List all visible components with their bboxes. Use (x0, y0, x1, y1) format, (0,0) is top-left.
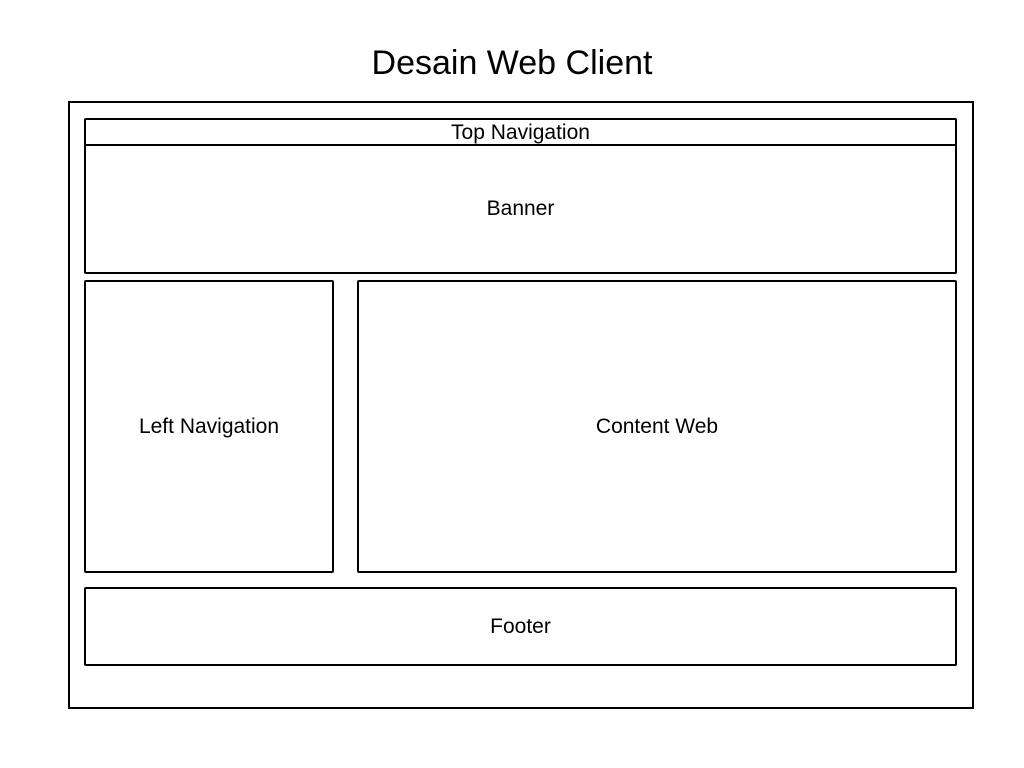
banner-block: Banner (84, 144, 957, 274)
banner-label: Banner (486, 197, 555, 220)
footer-block: Footer (84, 587, 957, 666)
top-navigation-block: Top Navigation (84, 118, 957, 146)
web-page-frame (68, 101, 974, 709)
top-navigation-label: Top Navigation (451, 121, 590, 144)
footer-label: Footer (490, 614, 551, 638)
content-web-block: Content Web (357, 280, 957, 573)
page-title: Desain Web Client (371, 44, 653, 82)
left-navigation-label: Left Navigation (138, 414, 280, 438)
content-web-label: Content Web (595, 414, 719, 438)
left-navigation-block: Left Navigation (84, 280, 334, 573)
